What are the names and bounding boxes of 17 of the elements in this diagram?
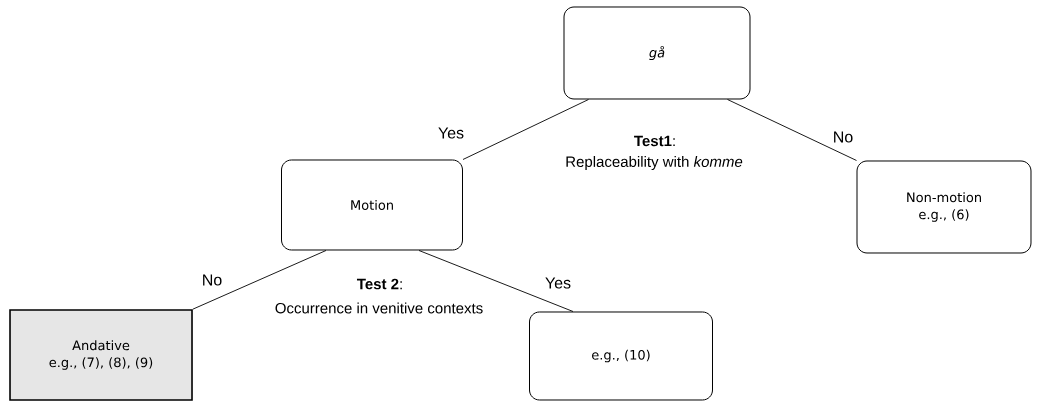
edge-label: No xyxy=(834,131,853,143)
test-label: Test1: xyxy=(634,135,675,147)
test-label: Replaceability with komme xyxy=(566,156,743,170)
decision-box: e.g., (10) xyxy=(529,311,713,401)
edge-label: Yes xyxy=(545,277,571,289)
result-box: Andative e.g., (7), (8), (9) xyxy=(9,309,193,401)
test-label: Test 2: xyxy=(357,278,402,290)
decision-box: Non-motion e.g., (6) xyxy=(856,160,1032,254)
test-label: Occurrence in venitive contexts xyxy=(275,302,483,314)
decision-box: gå xyxy=(563,6,751,100)
connector-line xyxy=(418,250,574,312)
connector-line xyxy=(192,250,327,310)
edge-label: No xyxy=(203,274,222,286)
connector-line xyxy=(727,99,857,161)
edge-label: Yes xyxy=(438,127,464,139)
connector-line xyxy=(462,99,589,160)
decision-box: Motion xyxy=(281,159,463,251)
